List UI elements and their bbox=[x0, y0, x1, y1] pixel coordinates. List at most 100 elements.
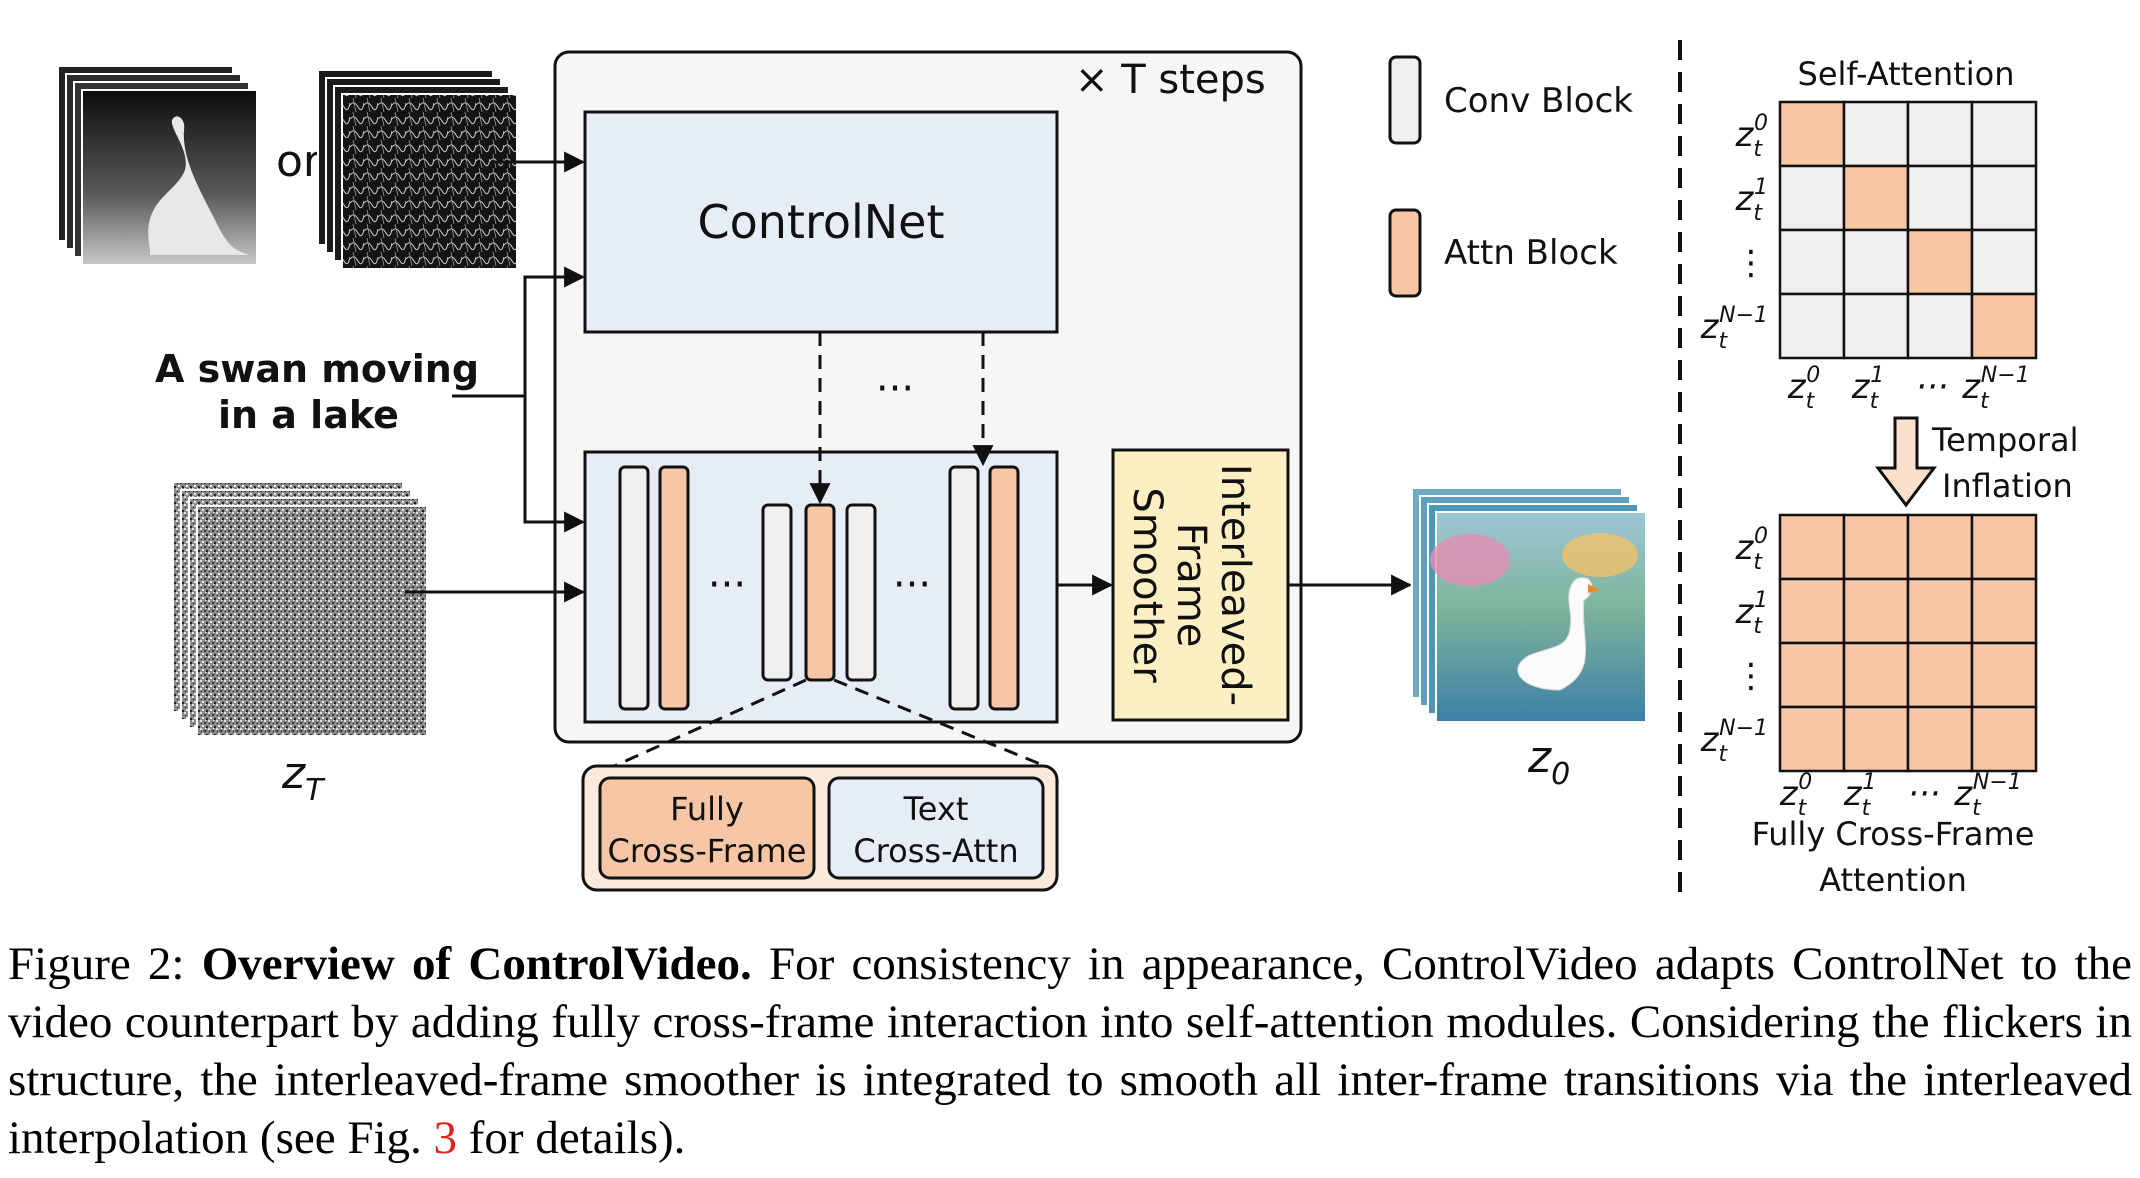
attention-cell-active bbox=[1970, 513, 2038, 581]
ellipsis: ··· bbox=[893, 562, 931, 608]
attention-cell-active bbox=[1906, 577, 1974, 645]
matrix-row-label: zt1 bbox=[1735, 588, 1769, 639]
attention-cell-inactive bbox=[1906, 292, 1974, 360]
self-attention-title: Self-Attention bbox=[1798, 55, 2015, 93]
attention-cell-active bbox=[1906, 228, 1974, 296]
prompt-text-line: in a lake bbox=[218, 393, 399, 437]
matrix-col-label: zt1 bbox=[1851, 363, 1885, 414]
attention-cell-inactive bbox=[1906, 164, 1974, 232]
prompt-to-unet-arrow bbox=[523, 396, 586, 533]
matrix-col-label: zt0 bbox=[1779, 770, 1813, 821]
attn-block bbox=[988, 465, 1020, 711]
conv-block-legend-swatch bbox=[1388, 55, 1422, 145]
caption-prefix: Figure 2: bbox=[8, 938, 202, 990]
attention-cell-inactive bbox=[1906, 100, 1974, 168]
figure-reference-link[interactable]: 3 bbox=[433, 1112, 458, 1164]
noise-latent-stack bbox=[172, 481, 428, 737]
ellipsis: ··· bbox=[876, 366, 914, 412]
caption-text: For consistency in appearance, ControlVi… bbox=[8, 938, 2133, 1164]
smoother-label-line: Interleaved- bbox=[1212, 464, 1258, 706]
attention-cell-active bbox=[1906, 705, 1974, 773]
attention-cell-active bbox=[1778, 513, 1846, 581]
controlnet-label: ControlNet bbox=[697, 195, 944, 249]
attention-cell-inactive bbox=[1970, 100, 2038, 168]
attention-cell-inactive bbox=[1778, 228, 1846, 296]
attention-cell-active bbox=[1970, 577, 2038, 645]
attn-block bbox=[804, 503, 836, 682]
conv-block-legend-label: Conv Block bbox=[1444, 81, 1633, 121]
attention-cell-active bbox=[1842, 641, 1910, 709]
caption-text: for details). bbox=[457, 1112, 686, 1164]
fully-cross-frame-matrix bbox=[1778, 513, 2038, 773]
text-cross-attn-label: Cross-Attn bbox=[853, 832, 1018, 870]
latent-z0-label: z0 bbox=[1527, 732, 1570, 792]
controlnet-box bbox=[583, 110, 1059, 334]
attention-cell-inactive bbox=[1778, 292, 1846, 360]
zoom-line bbox=[833, 678, 1051, 770]
prompt-text-line: A swan moving bbox=[155, 347, 479, 391]
edge-map-stack bbox=[317, 69, 518, 270]
attention-cell-inactive bbox=[1842, 292, 1910, 360]
conv-block bbox=[845, 503, 877, 682]
matrix-row-label: zt0 bbox=[1735, 111, 1769, 162]
fully-cross-frame-box bbox=[598, 776, 816, 880]
matrix-col-label: zt1 bbox=[1843, 770, 1877, 821]
unet-blocks bbox=[618, 465, 1020, 711]
or-label: or bbox=[276, 136, 322, 187]
attention-cell-active bbox=[1970, 705, 2038, 773]
matrix-row-label: ⋮ bbox=[1734, 656, 1768, 696]
steps-label: × T steps bbox=[1075, 57, 1266, 103]
temporal-inflation-arrow bbox=[1874, 416, 1938, 508]
temporal-inflation-label: Temporal bbox=[1931, 421, 2079, 459]
attn-block-legend-label: Attn Block bbox=[1444, 233, 1618, 273]
zoom-line bbox=[609, 678, 807, 770]
attention-cell-inactive bbox=[1842, 228, 1910, 296]
text-cross-attn-label: Text bbox=[903, 790, 969, 828]
attention-cell-active bbox=[1842, 164, 1910, 232]
caption-bold-title: Overview of ControlVideo. bbox=[201, 938, 752, 990]
attn-block-legend-swatch bbox=[1388, 208, 1422, 298]
attention-cell-inactive bbox=[1778, 164, 1846, 232]
attention-cell-active bbox=[1906, 641, 1974, 709]
attention-cell-inactive bbox=[1970, 164, 2038, 232]
output-video-frames bbox=[1411, 487, 1647, 723]
fully-cross-frame-label: Fully bbox=[670, 790, 744, 828]
matrix-col-label: zt0 bbox=[1787, 363, 1821, 414]
ellipsis: ··· bbox=[708, 562, 746, 608]
cross-frame-title-line: Fully Cross-Frame bbox=[1752, 815, 2035, 853]
matrix-col-label: ··· bbox=[1916, 367, 1948, 407]
matrix-col-label: ··· bbox=[1908, 774, 1940, 814]
fully-cross-frame-label: Cross-Frame bbox=[608, 832, 807, 870]
attention-cell-active bbox=[1970, 641, 2038, 709]
attention-cell-inactive bbox=[1970, 228, 2038, 296]
matrix-row-label: ztN−1 bbox=[1700, 303, 1768, 354]
attention-cell-active bbox=[1778, 705, 1846, 773]
matrix-col-label: ztN−1 bbox=[1953, 770, 2021, 821]
conv-block bbox=[761, 503, 793, 682]
attention-cell-active bbox=[1842, 705, 1910, 773]
controlvideo-overview-diagram: or × T steps ControlNet ··· ··· ··· Inte… bbox=[57, 40, 2079, 899]
attention-cell-active bbox=[1778, 641, 1846, 709]
attention-cell-active bbox=[1778, 577, 1846, 645]
attention-cell-active bbox=[1906, 513, 1974, 581]
latent-zT-label: zT bbox=[281, 748, 326, 808]
attention-cell-active bbox=[1778, 100, 1846, 168]
smoother-label-line: Frame bbox=[1168, 523, 1214, 648]
figure-caption: Figure 2: Overview of ControlVideo. For … bbox=[8, 935, 2132, 1167]
attention-cell-inactive bbox=[1842, 100, 1910, 168]
attention-cell-active bbox=[1970, 292, 2038, 360]
conv-block bbox=[948, 465, 980, 711]
matrix-row-label: zt0 bbox=[1735, 524, 1769, 575]
prompt-to-controlnet-arrow bbox=[452, 266, 586, 398]
smoother-label-line: Smoother bbox=[1124, 487, 1170, 683]
attention-cell-active bbox=[1842, 577, 1910, 645]
matrix-row-label: ⋮ bbox=[1734, 243, 1768, 283]
attn-block bbox=[658, 465, 690, 711]
temporal-inflation-label: Inflation bbox=[1942, 467, 2073, 505]
self-attention-matrix bbox=[1778, 100, 2038, 360]
matrix-row-label: ztN−1 bbox=[1700, 716, 1768, 767]
matrix-row-label: zt1 bbox=[1735, 175, 1769, 226]
conv-block bbox=[618, 465, 650, 711]
cross-frame-title-line: Attention bbox=[1819, 861, 1967, 899]
text-cross-attn-box bbox=[827, 776, 1045, 880]
